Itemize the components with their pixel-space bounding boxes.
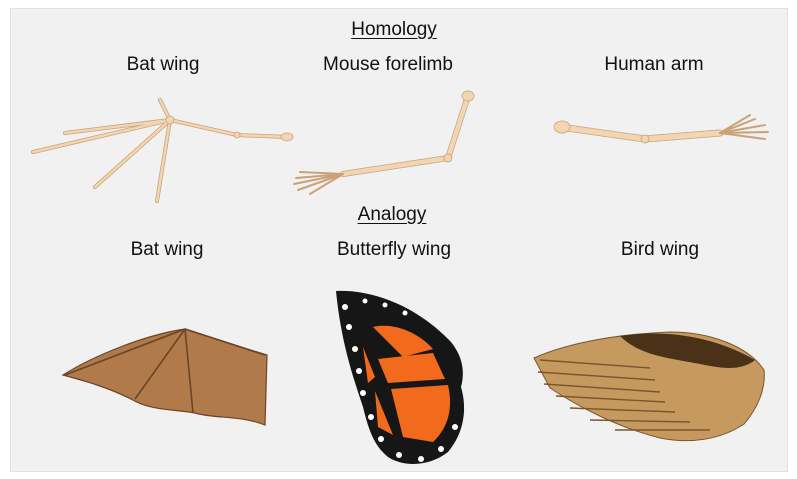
bat-wing-skeleton-icon [25, 95, 295, 205]
homology-label-bat-wing: Bat wing [127, 55, 200, 74]
analogy-label-bat-wing: Bat wing [131, 240, 204, 259]
analogy-label-bird-wing: Bird wing [621, 240, 699, 259]
bat-wing-icon [55, 325, 270, 428]
homology-heading: Homology [351, 20, 437, 39]
bird-wing-icon [530, 328, 768, 446]
mouse-forelimb-skeleton-icon [288, 88, 483, 196]
analogy-heading: Analogy [358, 205, 427, 224]
human-arm-skeleton-icon [550, 105, 775, 160]
homology-label-mouse-forelimb: Mouse forelimb [323, 55, 453, 74]
homology-label-human-arm: Human arm [604, 55, 703, 74]
analogy-label-butterfly-wing: Butterfly wing [337, 240, 451, 259]
butterfly-wing-icon [333, 287, 468, 469]
